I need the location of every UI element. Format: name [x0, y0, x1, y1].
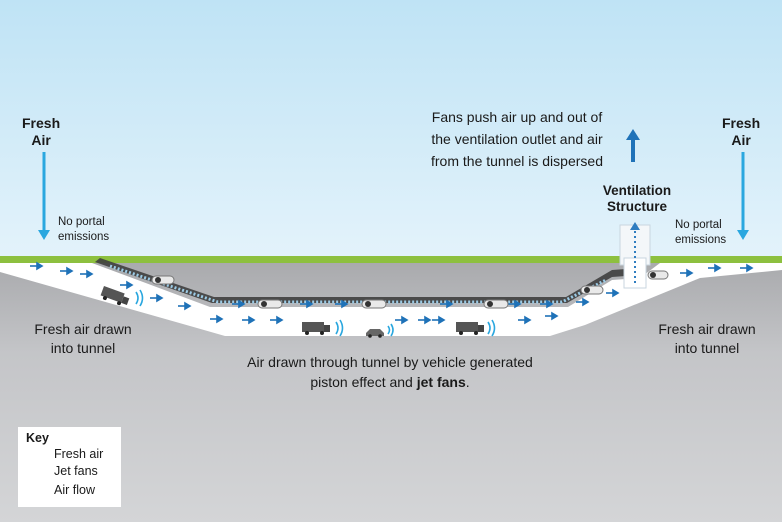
airflow-arrow: [178, 301, 192, 311]
airflow-arrow: [708, 263, 722, 273]
fresh-air-right-arrowhead: [737, 230, 749, 240]
airflow-arrow: [432, 315, 446, 325]
piston-waves: [135, 289, 496, 337]
piston-end-text: .: [465, 374, 470, 390]
fresh-air-left-arrowhead: [38, 230, 50, 240]
jet-fan-icon: [257, 299, 283, 309]
airflow-arrow: [740, 263, 754, 273]
fans-push-description: Fans push air up and out of the ventilat…: [431, 109, 603, 169]
jet-fan-icon: [647, 270, 669, 280]
ventilation-up-arrowhead: [630, 222, 640, 230]
airflow-arrow: [606, 288, 620, 298]
legend-key: Key Fresh air Jet fans Air flow: [18, 427, 121, 507]
dispersal-up-arrowhead: [626, 129, 640, 140]
grass-surface: [0, 256, 782, 263]
jet-fan-icon: [580, 285, 604, 295]
fresh-air-left-label: Fresh Air: [22, 115, 61, 148]
tunnel-airflow-arrows: [30, 261, 754, 325]
car-icon: [366, 329, 384, 338]
airflow-arrow: [232, 299, 246, 309]
no-portal-emissions-right: No portal emissions: [675, 219, 727, 246]
airflow-arrow: [576, 297, 590, 307]
fresh-air-drawn-left-label: Fresh air drawn into tunnel: [34, 321, 132, 356]
piston-main-text: Air drawn through tunnel by vehicle gene…: [247, 354, 533, 390]
piston-effect-description: Air drawn through tunnel by vehicle gene…: [200, 352, 580, 392]
airflow-arrow: [150, 293, 164, 303]
airflow-arrow: [242, 315, 256, 325]
key-title: Key: [26, 431, 49, 445]
jet-fans-emphasis: jet fans: [416, 374, 466, 390]
airflow-arrow: [508, 299, 522, 309]
airflow-arrow: [395, 315, 409, 325]
truck-icon: [100, 286, 130, 306]
airflow-arrow: [518, 315, 532, 325]
key-item-jet-fans: Jet fans: [54, 464, 98, 478]
fresh-air-right-label: Fresh Air: [722, 115, 761, 148]
airflow-arrow: [120, 280, 134, 290]
no-portal-emissions-left: No portal emissions: [58, 216, 110, 243]
airflow-arrow: [30, 261, 44, 271]
jet-fan-icon: [361, 299, 387, 309]
ventilation-structure-label: Ventilation Structure: [602, 183, 672, 214]
tunnel: [0, 263, 782, 336]
airflow-arrow: [335, 299, 349, 309]
jet-fan-icon: [483, 299, 509, 309]
airflow-arrow: [680, 268, 694, 278]
airflow-arrow: [300, 299, 314, 309]
key-item-fresh-air: Fresh air: [54, 447, 104, 461]
sky: [0, 0, 782, 262]
airflow-arrow: [440, 299, 454, 309]
airflow-arrow: [270, 315, 284, 325]
truck-icon: [456, 322, 484, 335]
jet-fan-icon: [151, 275, 175, 285]
airflow-arrow: [80, 269, 94, 279]
airflow-arrow: [545, 311, 559, 321]
key-item-air-flow: Air flow: [54, 483, 95, 497]
airflow-arrow: [540, 299, 554, 309]
jet-fans: [151, 270, 669, 309]
vehicles: [100, 286, 484, 338]
fresh-air-drawn-right-label: Fresh air drawn into tunnel: [658, 321, 756, 356]
truck-icon: [302, 322, 330, 335]
airflow-arrow: [60, 266, 74, 276]
airflow-arrow: [210, 314, 224, 324]
airflow-arrow: [418, 315, 432, 325]
